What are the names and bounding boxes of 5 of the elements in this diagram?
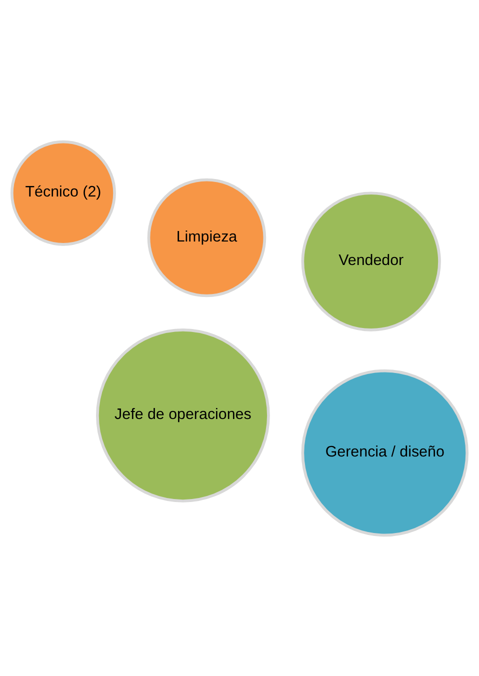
node-circle: Limpieza — [147, 178, 266, 297]
node-circle: Jefe de operaciones — [96, 328, 270, 502]
node-circle: Técnico (2) — [10, 140, 116, 246]
node-circle: Gerencia / diseño — [301, 368, 468, 536]
node-circle: Vendedor — [301, 191, 441, 331]
